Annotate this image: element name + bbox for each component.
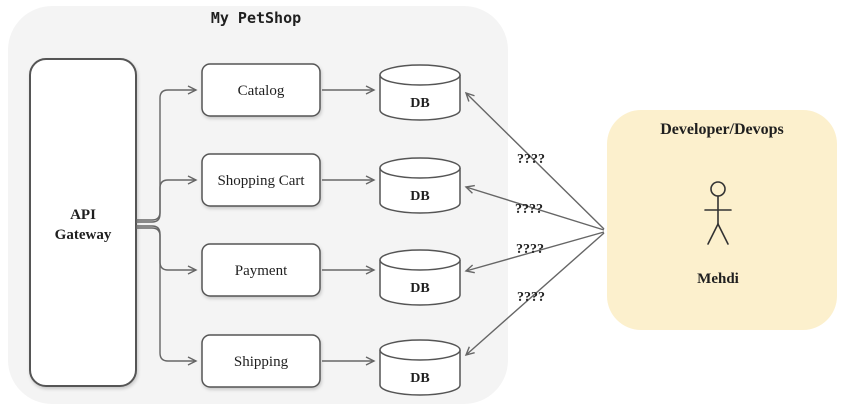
db-cylinder-shipping: DB	[379, 339, 461, 396]
service-box-shopping-cart	[201, 153, 321, 207]
petshop-title: My PetShop	[211, 9, 301, 27]
service-box-catalog	[201, 63, 321, 117]
edge-developer-to-shipping-db	[464, 232, 605, 357]
question-label-2: ????	[515, 202, 543, 217]
person-icon	[704, 181, 732, 245]
edge-developer-to-payment-db	[464, 231, 605, 274]
db-cylinder-payment: DB	[379, 249, 461, 306]
api-gateway-label-line1: API	[70, 207, 96, 223]
edge-developer-to-shopping-cart-db	[464, 184, 605, 231]
service-box-payment	[201, 243, 321, 297]
db-label: DB	[410, 371, 429, 386]
db-cylinder-shopping-cart: DB	[379, 157, 461, 214]
question-label-3: ????	[516, 242, 544, 257]
service-label-shipping: Shipping	[234, 354, 289, 370]
service-label-catalog: Catalog	[238, 83, 285, 99]
edge-developer-to-catalog-db	[464, 91, 605, 230]
service-label-shopping-cart: Shopping Cart	[217, 173, 305, 189]
actor-name: Mehdi	[697, 271, 739, 287]
edge-gateway-to-catalog	[136, 85, 198, 221]
db-label: DB	[410, 281, 429, 296]
devops-container	[607, 110, 837, 330]
db-cylinder-catalog: DB	[379, 64, 461, 121]
edge-gateway-to-shopping-cart	[136, 175, 198, 223]
db-label: DB	[410, 96, 429, 111]
service-box-shipping	[201, 334, 321, 388]
api-gateway-label-line2: Gateway	[55, 227, 112, 243]
question-label-1: ????	[517, 152, 545, 167]
devops-title: Developer/Devops	[660, 121, 784, 138]
db-label: DB	[410, 189, 429, 204]
service-label-payment: Payment	[235, 263, 288, 279]
edge-gateway-to-shipping	[136, 227, 198, 366]
question-label-4: ????	[517, 290, 545, 305]
